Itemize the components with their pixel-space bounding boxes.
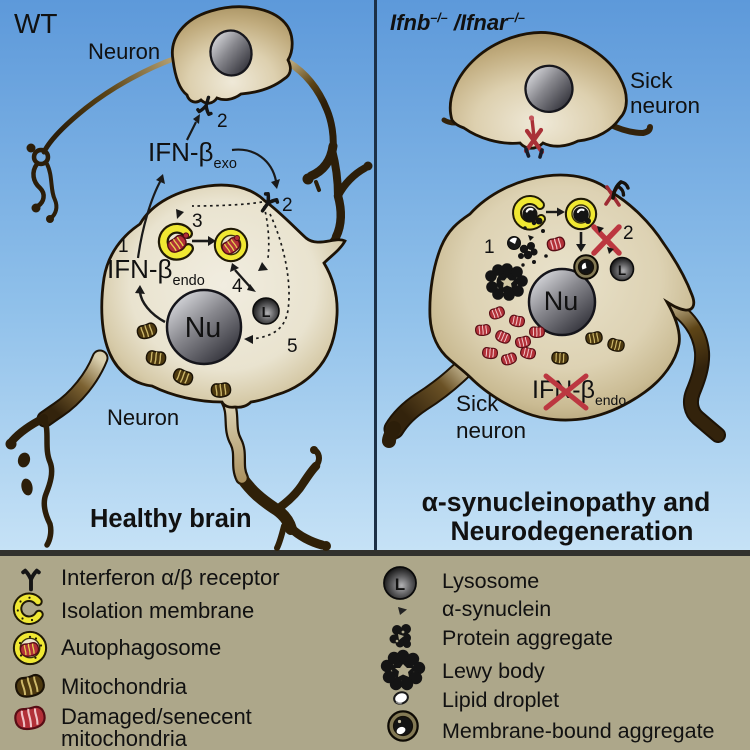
svg-text:Neuron: Neuron: [88, 39, 160, 64]
svg-text:L: L: [618, 263, 626, 278]
svg-text:neuron: neuron: [456, 418, 526, 443]
svg-text:Lipid droplet: Lipid droplet: [442, 688, 559, 712]
svg-text:Autophagosome: Autophagosome: [61, 635, 221, 660]
svg-text:Healthy brain: Healthy brain: [90, 505, 252, 533]
svg-text:Neurodegeneration: Neurodegeneration: [451, 516, 694, 546]
svg-text:L: L: [262, 305, 271, 321]
svg-text:Isolation membrane: Isolation membrane: [61, 598, 254, 623]
svg-text:Protein aggregate: Protein aggregate: [442, 626, 613, 650]
svg-text:Nu: Nu: [185, 312, 221, 344]
svg-text:Sick: Sick: [630, 68, 673, 93]
svg-text:2: 2: [282, 195, 293, 216]
svg-text:Ifnb–/– /Ifnar–/–: Ifnb–/– /Ifnar–/–: [390, 10, 525, 35]
svg-text:neuron: neuron: [630, 93, 700, 118]
svg-text:1: 1: [484, 237, 495, 258]
svg-text:Sick: Sick: [456, 391, 499, 416]
svg-text:WT: WT: [14, 8, 58, 39]
svg-text:Nu: Nu: [544, 286, 579, 316]
svg-text:Neuron: Neuron: [107, 405, 179, 430]
svg-text:5: 5: [287, 336, 298, 357]
svg-text:1: 1: [118, 236, 129, 257]
svg-text:Lewy body: Lewy body: [442, 659, 545, 683]
svg-text:L: L: [395, 575, 405, 594]
svg-text:α-synuclein: α-synuclein: [442, 597, 551, 621]
svg-text:2: 2: [623, 223, 634, 244]
svg-text:Damaged/senecent: Damaged/senecent: [61, 704, 252, 729]
svg-text:mitochondria: mitochondria: [61, 726, 188, 750]
svg-text:Mitochondria: Mitochondria: [61, 674, 188, 699]
svg-text:3: 3: [192, 211, 203, 232]
svg-text:Membrane-bound aggregate: Membrane-bound aggregate: [442, 719, 715, 743]
svg-text:Lysosome: Lysosome: [442, 569, 539, 593]
svg-text:α-synucleinopathy and: α-synucleinopathy and: [422, 487, 711, 517]
svg-text:4: 4: [232, 276, 243, 297]
svg-text:Interferon α/β receptor: Interferon α/β receptor: [61, 565, 280, 590]
svg-text:2: 2: [217, 111, 228, 132]
